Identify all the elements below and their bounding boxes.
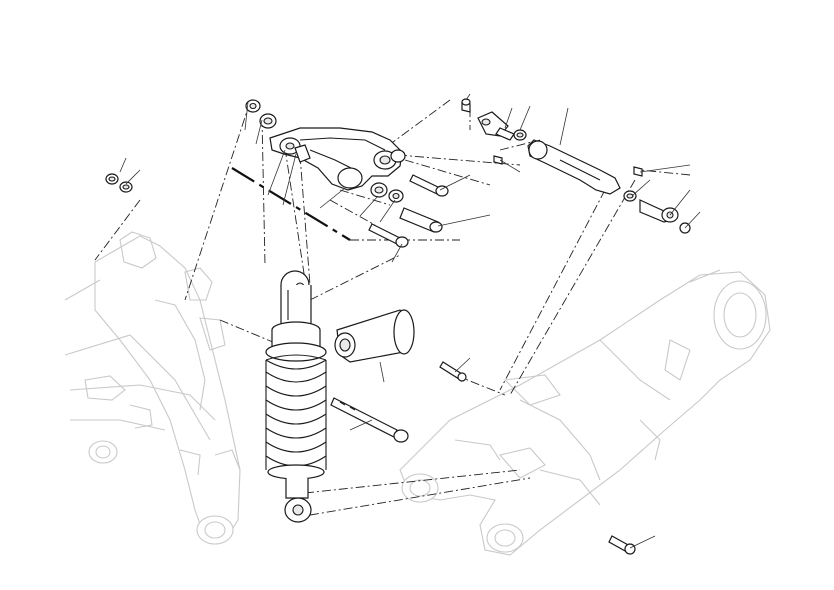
- pivot-axis-line: [231, 167, 351, 241]
- reservoir-canister: [334, 309, 415, 363]
- shock-absorber: [265, 270, 327, 523]
- pushrod: [477, 111, 679, 223]
- rocker-arm: [269, 127, 403, 191]
- screws: [368, 98, 643, 555]
- assembly-lines: [94, 99, 691, 516]
- frame-outline: [64, 231, 241, 545]
- washers-and-bushings: [105, 99, 691, 234]
- swingarm-outline: [399, 269, 771, 556]
- leader-lines: [119, 93, 701, 549]
- long-through-bolt: [330, 397, 409, 443]
